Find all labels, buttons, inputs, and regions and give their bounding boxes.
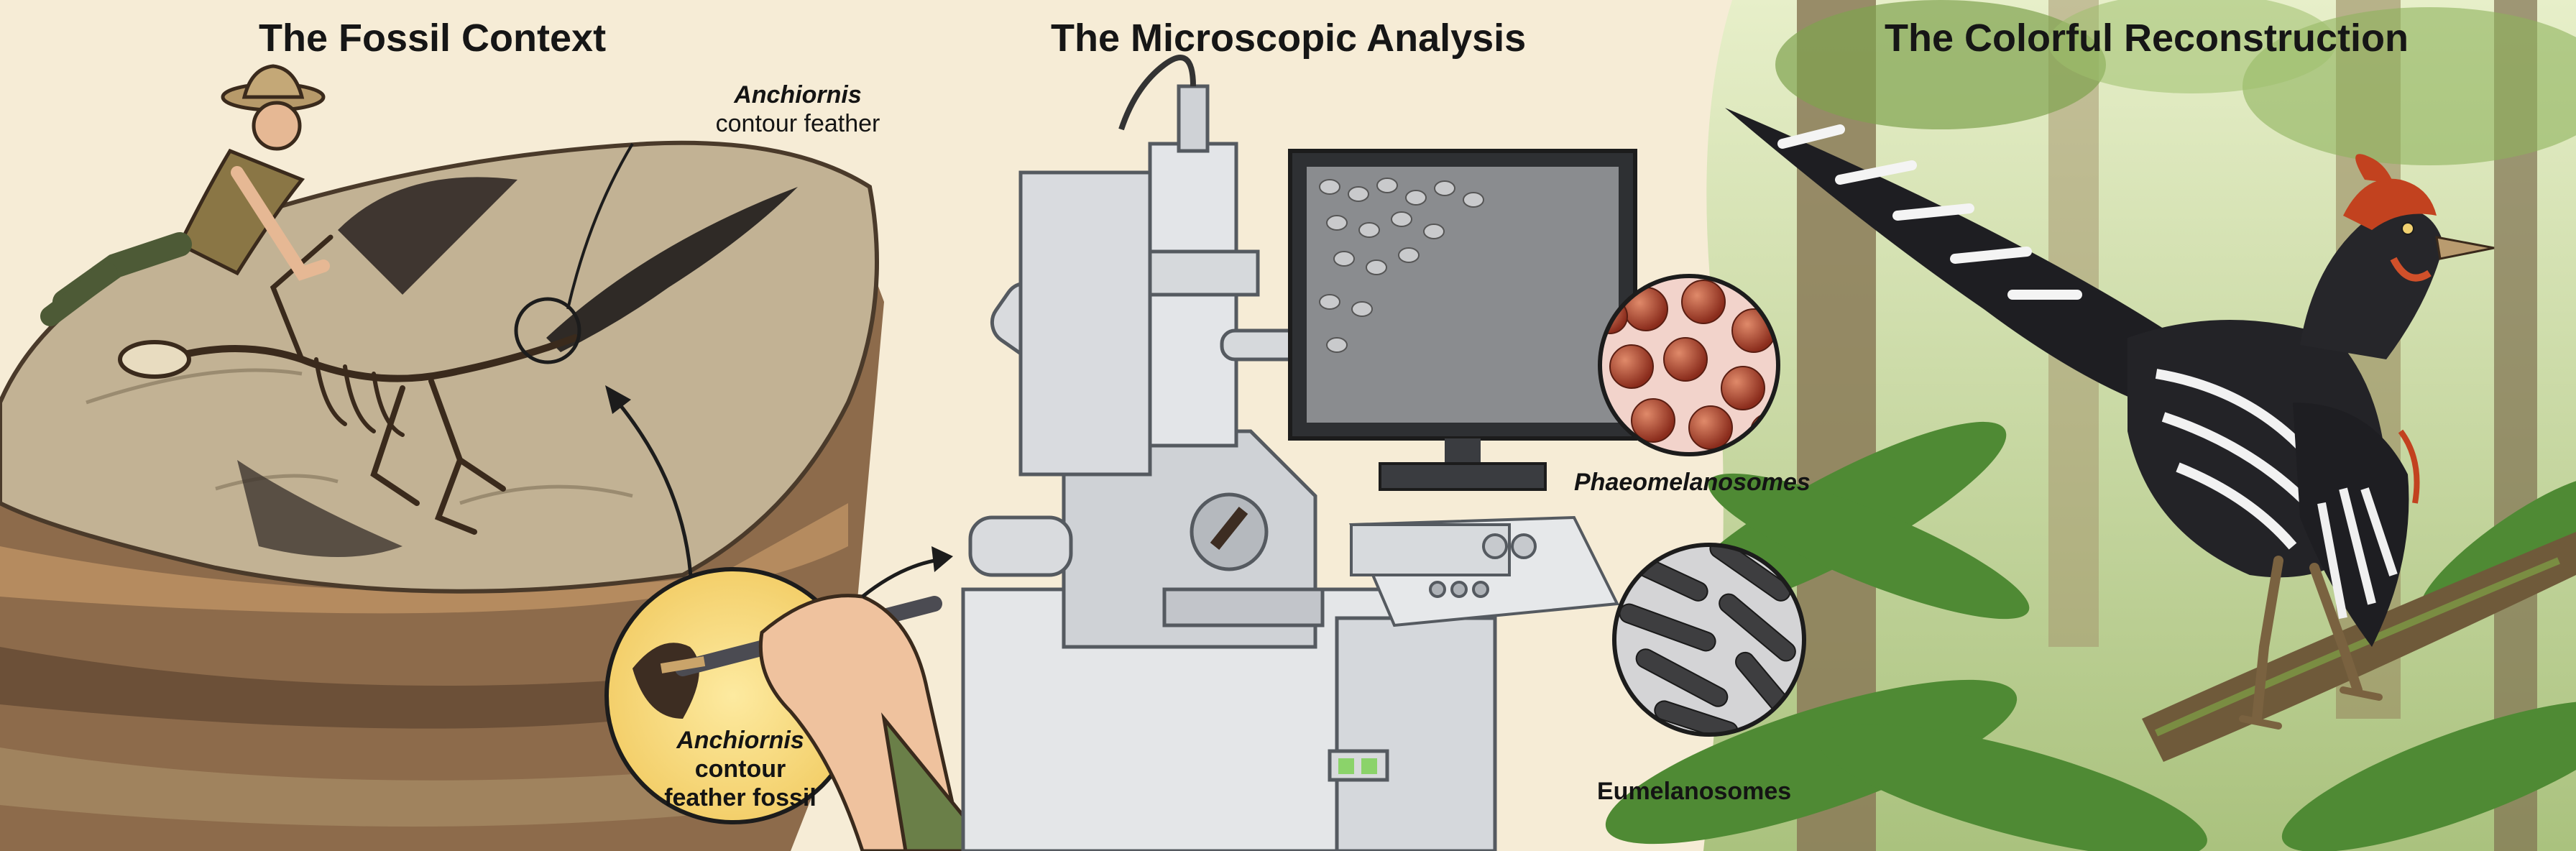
arrow-icon: [861, 558, 935, 598]
feather-highlight: [514, 142, 634, 364]
fossil-sample-callout: Anchiornis contour feather fossil: [632, 726, 848, 812]
panel-title-microscopy: The Microscopic Analysis: [1051, 17, 1527, 60]
panel-title-fossil: The Fossil Context: [259, 17, 607, 60]
eumelanosome-magnifier: [1612, 543, 1806, 737]
eumelanosomes-label: Eumelanosomes: [1597, 778, 1792, 805]
fossil-sample-species: Anchiornis: [676, 727, 804, 754]
fossil-sample-line3: feather fossil: [664, 784, 816, 811]
phaeomelanosome-magnifier: [1598, 274, 1780, 456]
arrow-icon: [605, 385, 631, 414]
anchiornis-reconstruction: [1725, 108, 2495, 730]
electron-microscope: [961, 55, 1497, 851]
feather-callout: Anchiornis contour feather: [647, 80, 949, 138]
control-panel: [1349, 515, 1620, 627]
feather-callout-species: Anchiornis: [734, 81, 862, 109]
phaeomelanosomes-label: Phaeomelanosomes: [1574, 469, 1811, 496]
panel-title-reconstruction: The Colorful Reconstruction: [1885, 17, 2409, 60]
fossil-sample-line2: contour: [694, 755, 786, 783]
monitor: [1288, 149, 1637, 491]
paleontologist: [40, 64, 330, 326]
feather-callout-text: contour feather: [715, 110, 880, 137]
anchiornis-fossil: [118, 177, 798, 557]
arrow-icon: [932, 546, 953, 572]
